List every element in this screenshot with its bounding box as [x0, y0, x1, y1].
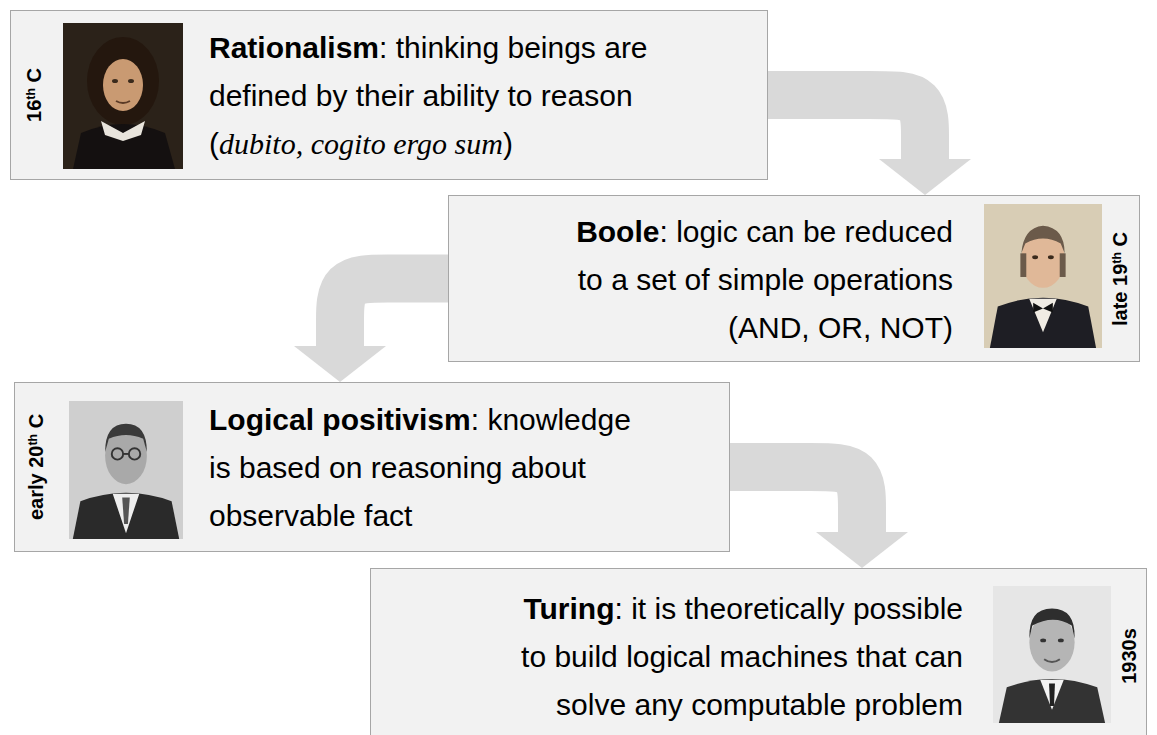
date-ordinal: th [25, 434, 39, 446]
portrait [63, 23, 183, 169]
portrait-shape [123, 453, 129, 455]
arrow-band [768, 95, 925, 161]
portrait-shape [1029, 609, 1074, 639]
era-date: 1930s [1118, 628, 1140, 684]
portrait-shape [112, 79, 118, 83]
flow-arrow [768, 95, 971, 195]
arrow-head [294, 346, 386, 382]
portrait-shape [1060, 253, 1066, 277]
era-box: late 19th C Boole: logic can be reduced t… [448, 195, 1140, 362]
portrait-shape [69, 401, 183, 539]
portrait-shape [1021, 226, 1064, 254]
portrait [993, 586, 1111, 723]
portrait-shape [128, 79, 134, 83]
portrait-shape [1044, 659, 1060, 662]
portrait-shape [1029, 299, 1057, 333]
era-date: early 20th C [25, 414, 50, 520]
portrait-shape [105, 424, 147, 452]
portrait-shape [1058, 639, 1064, 643]
date-part: early 20 [25, 446, 47, 521]
portrait-shape [1020, 253, 1026, 277]
date-ordinal: th [1109, 252, 1123, 264]
era-date: late 19th C [1109, 232, 1134, 326]
heading-word: Logical positivism [209, 403, 471, 436]
date-strip: 16th C [34, 11, 36, 179]
era-box: 1930s Turing: it is theoretically possibl… [370, 568, 1147, 735]
date-strip: late 19th C [1120, 196, 1122, 361]
era-box: 16th C Rationalism: thinking beings are d… [10, 10, 768, 180]
portrait-shape [1040, 680, 1064, 710]
portrait-shape [101, 121, 145, 141]
portrait [984, 204, 1102, 348]
portrait-shape [122, 497, 130, 523]
era-description: Rationalism: thinking beings are defined… [209, 24, 709, 168]
portrait-shape [993, 586, 1111, 723]
portrait-shape [112, 448, 123, 459]
portrait-shape [73, 124, 175, 169]
date-strip: 1930s [1128, 569, 1130, 735]
portrait-shape [113, 494, 140, 534]
date-ordinal: th [23, 88, 37, 100]
arrow-band [730, 467, 862, 534]
portrait-shape [990, 298, 1096, 348]
date-part: late 19 [1109, 263, 1131, 325]
portrait [69, 401, 183, 539]
latin-phrase: dubito, cogito ergo sum [219, 127, 503, 160]
arrow-head [879, 159, 971, 195]
portrait-shape [103, 59, 143, 111]
portrait-shape [116, 101, 130, 103]
flow-arrow [294, 279, 448, 383]
era-date: 16th C [23, 68, 48, 122]
body-part: ) [503, 127, 513, 160]
portrait-shape [1033, 303, 1053, 313]
portrait-shape [999, 679, 1105, 723]
date-part: 16 [23, 100, 45, 122]
portrait-shape [129, 448, 140, 459]
date-part: C [23, 68, 45, 88]
flow-arrow [730, 467, 908, 568]
portrait-shape [1048, 255, 1054, 259]
portrait-shape [73, 493, 179, 539]
era-box: early 20th C Logical positivism: knowledg… [14, 382, 730, 552]
era-description: Logical positivism: knowledge is based o… [209, 396, 649, 540]
arrow-head [816, 532, 908, 568]
date-part: C [1109, 232, 1131, 252]
portrait-shape [984, 204, 1102, 348]
heading-word: Boole [576, 215, 659, 248]
portrait-shape [63, 23, 183, 169]
portrait-shape [1049, 684, 1055, 707]
heading-word: Rationalism [209, 31, 379, 64]
heading-word: Turing [523, 592, 614, 625]
date-part: C [25, 414, 47, 434]
era-description: Turing: it is theoretically possible to … [503, 585, 963, 729]
arrow-band [340, 279, 448, 349]
date-strip: early 20th C [36, 383, 38, 551]
portrait-shape [87, 37, 159, 125]
era-description: Boole: logic can be reduced to a set of … [553, 208, 953, 352]
portrait-shape [1040, 639, 1046, 643]
portrait-shape [1032, 255, 1038, 259]
